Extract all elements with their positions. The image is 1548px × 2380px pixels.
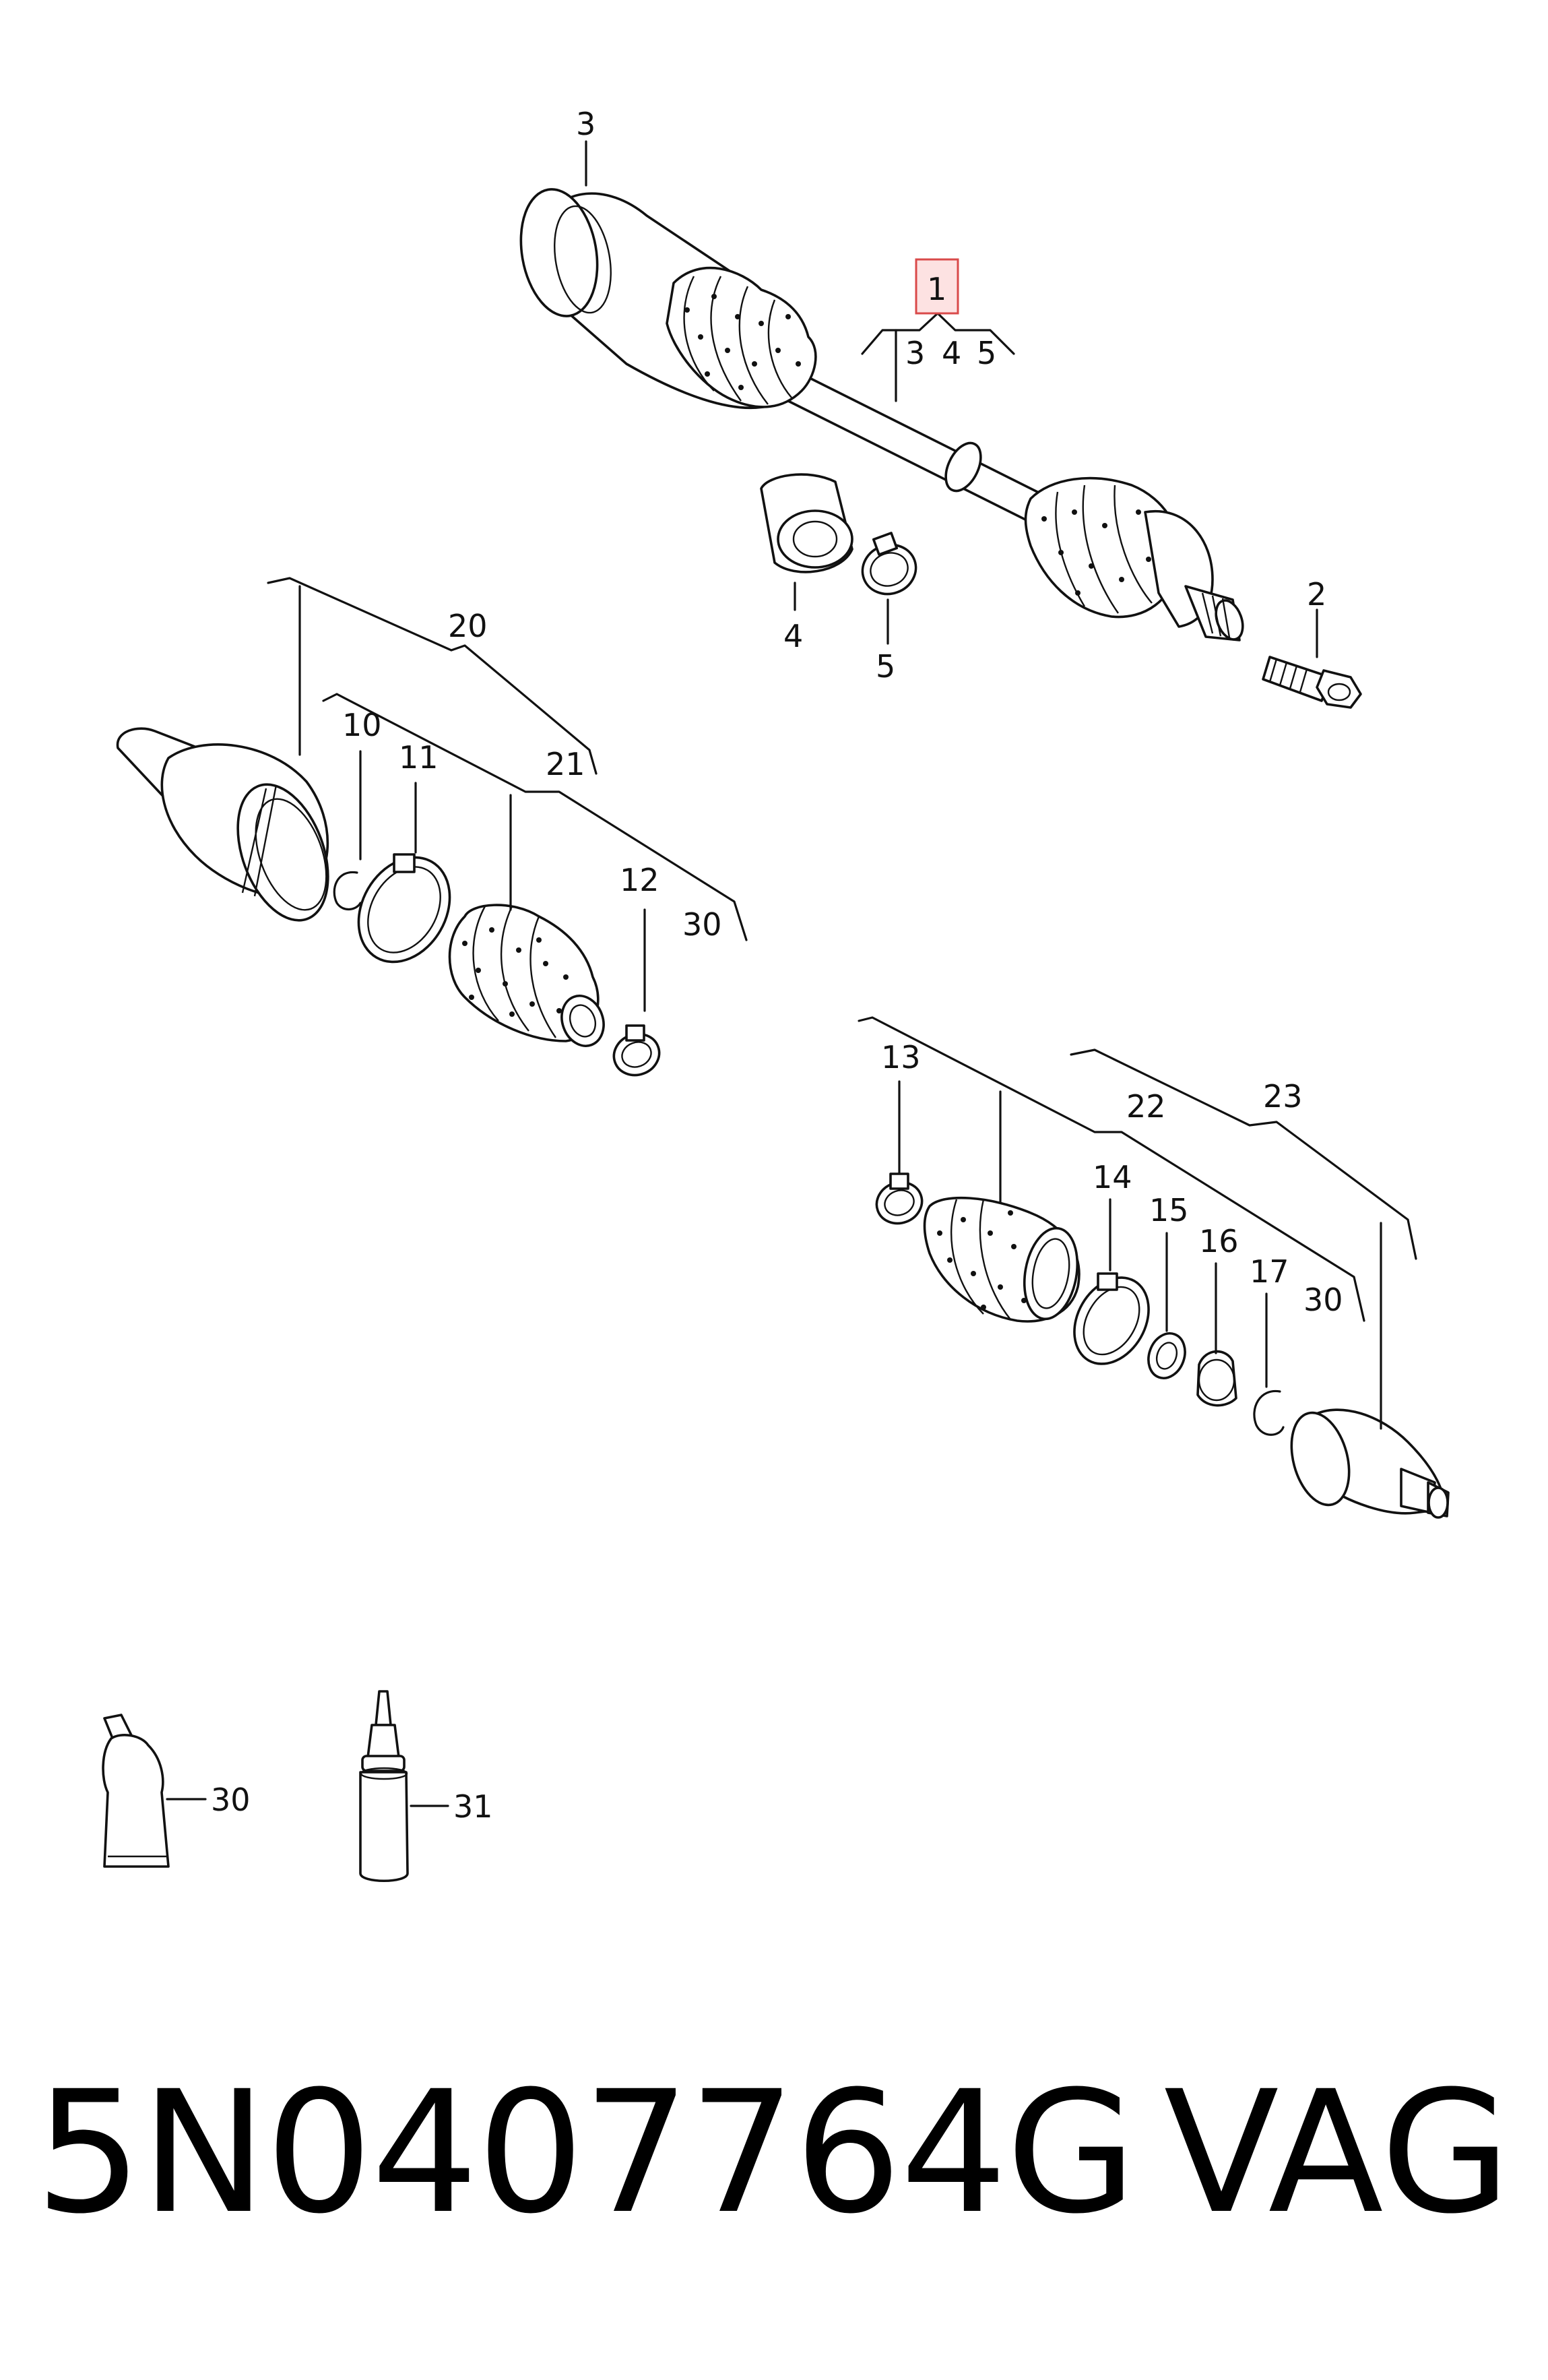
callout-30-b: 30 [1303, 1282, 1343, 1318]
callout-20: 20 [448, 608, 488, 644]
hose-clamp-part-11 [357, 853, 451, 964]
callout-11: 11 [399, 739, 439, 776]
outer-joint-part-23 [1290, 1408, 1450, 1519]
callout-12: 12 [620, 862, 659, 898]
callout-1-sub-4: 4 [942, 335, 961, 371]
callout-22: 22 [1126, 1088, 1166, 1125]
bearing-sleeve-part-4 [760, 473, 853, 573]
callout-10: 10 [342, 707, 382, 743]
callout-1-sub-5: 5 [977, 335, 996, 371]
part-number-caption: 5N0407764G [35, 2055, 1136, 2251]
hose-clamp-part-5 [861, 532, 917, 596]
callout-23: 23 [1263, 1078, 1303, 1115]
sealant-bottle-icon [359, 1690, 409, 1883]
callout-17: 17 [1250, 1253, 1289, 1290]
boot-part-21 [448, 904, 605, 1047]
callout-1-sub-3: 3 [905, 335, 925, 371]
hose-clamp-part-12 [612, 1024, 661, 1077]
shaft-boot-left [666, 266, 817, 408]
circlip-part-10 [333, 871, 362, 910]
grease-tube-icon [102, 1714, 170, 1868]
circlip-part-17 [1253, 1389, 1285, 1436]
highlight-box-part-1 [915, 258, 959, 315]
washer-part-15 [1147, 1332, 1186, 1379]
leader-lines [166, 140, 1417, 1807]
dish-spring-part-16 [1196, 1350, 1237, 1407]
drive-shaft-assembly [519, 188, 1244, 641]
callout-14: 14 [1093, 1159, 1132, 1195]
callout-5: 5 [876, 648, 895, 685]
callout-21: 21 [546, 746, 585, 782]
inner-joint-housing [116, 727, 329, 922]
hose-clamp-part-14 [1073, 1272, 1150, 1365]
callout-31: 31 [453, 1788, 493, 1825]
callout-30-c: 30 [211, 1782, 251, 1818]
callout-30-a: 30 [682, 906, 722, 943]
callout-16: 16 [1199, 1223, 1239, 1259]
bolt-part-2 [1262, 656, 1362, 709]
callout-13: 13 [881, 1039, 921, 1075]
brand-caption: VAG [1163, 2055, 1511, 2251]
callout-3: 3 [576, 106, 595, 142]
callout-labels: 1 3 4 5 3 4 5 2 20 21 10 11 12 30 13 22 … [211, 106, 1343, 1825]
boot-part-22 [923, 1196, 1081, 1323]
hose-clamp-part-13 [875, 1172, 924, 1225]
callout-1: 1 [927, 271, 946, 307]
callout-2: 2 [1307, 576, 1326, 613]
callout-15: 15 [1149, 1192, 1189, 1228]
callout-4: 4 [783, 618, 803, 654]
